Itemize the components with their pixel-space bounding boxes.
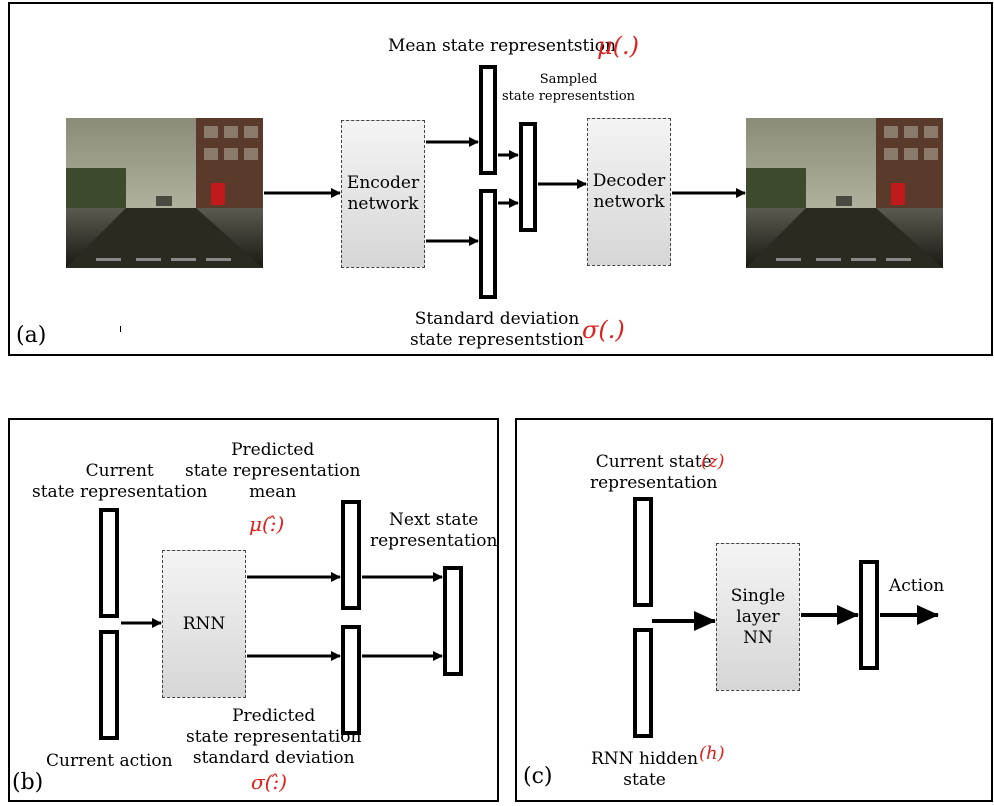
pred-mean-line1: Predicted [231, 440, 315, 460]
next-state-bar [443, 566, 463, 676]
encoder-label-line2: network [347, 194, 419, 214]
panel-c [515, 418, 993, 802]
current-state-line2: state representation [32, 482, 208, 502]
panel-c-tag: (c) [523, 764, 553, 789]
c-current-state-line2: representation [590, 473, 718, 493]
predicted-mean-label: Predicted state representation mean [185, 440, 360, 503]
z-symbol: (z) [701, 451, 725, 472]
rnn-box: RNN [162, 550, 246, 698]
next-state-line2: representation [370, 531, 498, 551]
panel-a-tag: (a) [16, 323, 47, 348]
current-action-label: Current action [46, 751, 173, 771]
panel-b [8, 418, 499, 802]
input-driving-image [66, 118, 263, 268]
output-driving-image [746, 118, 943, 268]
nn-label-line3: NN [743, 627, 773, 648]
action-label: Action [889, 576, 945, 596]
decoder-label-line1: Decoder [592, 171, 666, 191]
current-action-bar [99, 630, 119, 740]
pred-std-line2: state representation [186, 727, 362, 747]
stray-tick-mark [120, 326, 121, 332]
std-representation-bar [479, 189, 497, 299]
rnn-hidden-label: RNN hidden state [591, 749, 698, 791]
current-state-line1: Current [85, 461, 154, 481]
pred-mean-line2: state representation [185, 461, 361, 481]
panel-b-tag: (b) [12, 770, 44, 795]
predicted-mean-symbol: μ(:̂) [249, 512, 285, 536]
mean-symbol: μ(.) [597, 32, 639, 60]
sampled-label-line1: Sampled [539, 72, 598, 87]
nn-label-line2: layer [736, 606, 780, 627]
predicted-std-bar [341, 625, 361, 735]
nn-label-line1: Single [730, 585, 786, 606]
action-bar [859, 560, 879, 670]
current-state-bar [99, 508, 119, 618]
next-state-label: Next state representation [370, 510, 497, 552]
predicted-std-label: Predicted state representation standard … [186, 706, 361, 769]
rnn-label: RNN [182, 613, 226, 634]
mean-representation-bar [479, 65, 497, 175]
rnn-hidden-line1: RNN hidden [591, 749, 699, 769]
rnn-hidden-line2: state [623, 770, 666, 790]
std-state-label: Standard deviation state representstion [410, 309, 584, 351]
std-label-line2: state representstion [410, 330, 584, 350]
sampled-representation-bar [519, 122, 537, 232]
h-symbol: (h) [699, 743, 725, 764]
current-state-label-c: Current state representation [590, 452, 717, 494]
std-label-line1: Standard deviation [414, 309, 580, 329]
current-state-label: Current state representation [32, 461, 207, 503]
rnn-hidden-bar [633, 628, 653, 738]
panel-a [8, 2, 993, 356]
sampled-label: Sampled state representstion [502, 71, 635, 105]
single-layer-nn-box: Single layer NN [716, 543, 800, 691]
pred-std-line1: Predicted [232, 706, 316, 726]
pred-std-line3: standard deviation [192, 748, 355, 768]
predicted-mean-bar [341, 500, 361, 610]
predicted-std-symbol: σ(:̂) [251, 770, 287, 794]
next-state-line1: Next state [389, 510, 479, 530]
pred-mean-line3: mean [249, 482, 297, 502]
std-symbol: σ(.) [582, 316, 625, 344]
c-current-state-line1: Current state [595, 452, 712, 472]
encoder-label-line1: Encoder [346, 173, 420, 193]
mean-state-label: Mean state representstion [388, 36, 616, 56]
decoder-label-line2: network [593, 192, 665, 212]
current-state-bar-c [633, 497, 653, 607]
sampled-label-line2: state representstion [502, 89, 636, 104]
